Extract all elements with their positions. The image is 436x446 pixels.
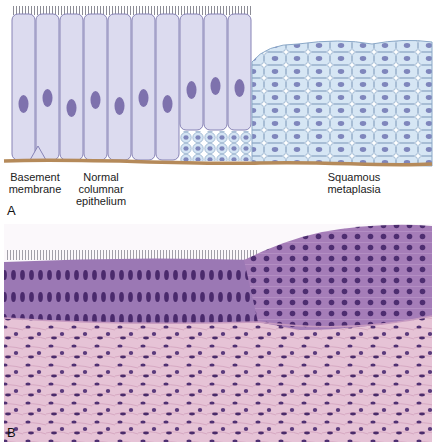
structure-label: Basement membrane (4, 171, 66, 195)
panel-letter: A (7, 204, 31, 218)
structure-label: Normal columnar epithelium (70, 171, 132, 207)
panel-letter: B (7, 426, 31, 440)
structure-label: Squamous metaplasia (306, 171, 402, 195)
